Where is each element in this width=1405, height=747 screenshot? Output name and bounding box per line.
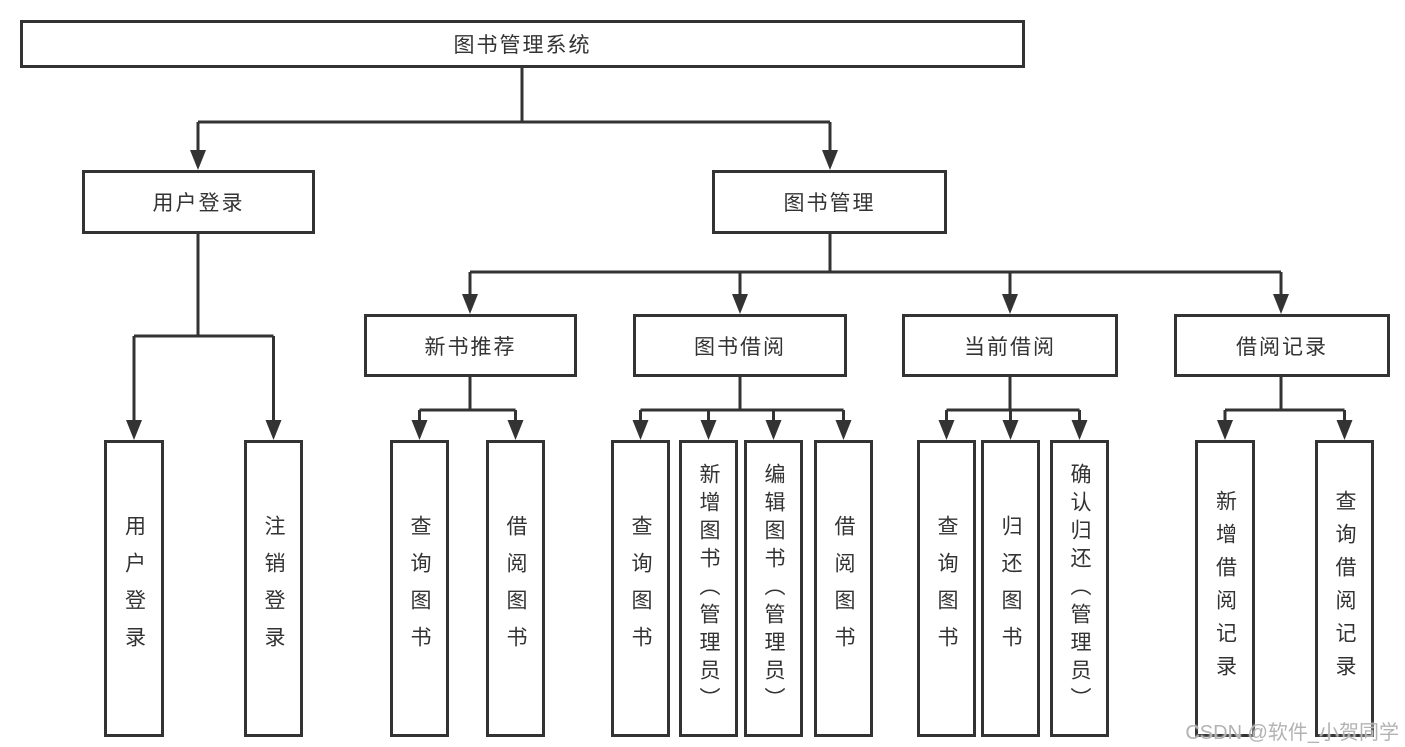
node-label: 图书管理系统 (453, 34, 592, 57)
leaf-logout: 注销登录 (244, 440, 303, 737)
node-label: 当前借阅 (964, 335, 1056, 359)
leaf-label: 新增图书（管理员） (697, 462, 720, 715)
node-label: 用户登录 (152, 192, 245, 215)
node-current-borrow: 当前借阅 (902, 314, 1118, 377)
node-user-login: 用户登录 (82, 170, 315, 234)
leaf-confirm-return-admin: 确认归还（管理员） (1050, 440, 1109, 737)
node-library-management-system: 图书管理系统 (20, 20, 1025, 68)
node-label: 图书管理 (783, 192, 876, 215)
leaf-query-borrow-record: 查询借阅记录 (1315, 440, 1374, 737)
leaf-add-book-admin: 新增图书（管理员） (679, 440, 738, 737)
leaf-label: 借阅图书 (504, 514, 527, 663)
leaf-edit-book-admin: 编辑图书（管理员） (744, 440, 803, 737)
csdn-watermark: CSDN @软件_小贺同学 (1185, 722, 1399, 744)
leaf-label: 借阅图书 (832, 514, 855, 663)
leaf-borrow-books: 借阅图书 (814, 440, 873, 737)
node-label: 借阅记录 (1236, 335, 1328, 359)
leaf-label: 查询借阅记录 (1333, 489, 1356, 688)
leaf-label: 查询图书 (629, 514, 652, 663)
leaf-borrow-books-recommend: 借阅图书 (486, 440, 545, 737)
node-label: 图书借阅 (694, 335, 786, 359)
leaf-query-books-borrow: 查询图书 (611, 440, 670, 737)
leaf-label: 归还图书 (999, 514, 1022, 663)
node-new-book-recommend: 新书推荐 (364, 314, 577, 377)
leaf-user-login: 用户登录 (104, 440, 164, 737)
leaf-label: 查询图书 (935, 514, 958, 663)
leaf-label: 注销登录 (262, 514, 285, 663)
leaf-return-book: 归还图书 (981, 440, 1040, 737)
leaf-label: 查询图书 (408, 514, 431, 663)
leaf-label: 新增借阅记录 (1213, 489, 1237, 688)
node-borrow-records: 借阅记录 (1174, 314, 1390, 377)
node-book-management: 图书管理 (712, 170, 947, 234)
node-label: 新书推荐 (424, 335, 517, 359)
leaf-add-borrow-record: 新增借阅记录 (1195, 440, 1255, 737)
leaf-label: 用户登录 (122, 514, 146, 663)
leaf-query-books-current: 查询图书 (917, 440, 976, 737)
leaf-label: 编辑图书（管理员） (762, 462, 785, 715)
node-book-borrow: 图书借阅 (633, 314, 847, 377)
leaf-query-books-recommend: 查询图书 (390, 440, 449, 737)
leaf-label: 确认归还（管理员） (1068, 462, 1091, 715)
